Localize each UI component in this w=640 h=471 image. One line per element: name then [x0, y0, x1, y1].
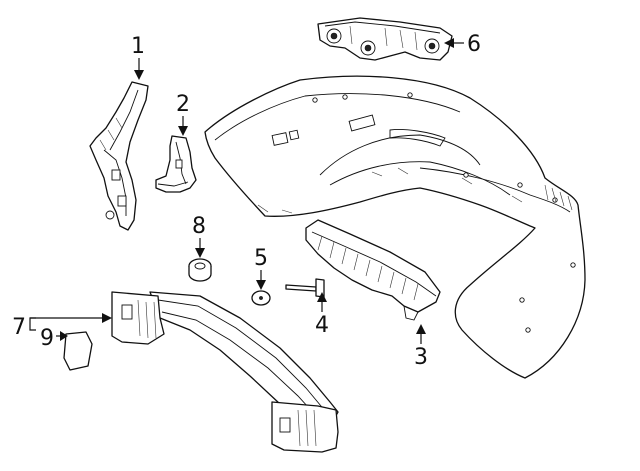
callout-6: 6	[467, 32, 481, 57]
callout-leaders	[29, 38, 464, 344]
energy-absorber	[305, 219, 441, 321]
callout-2: 2	[176, 92, 190, 117]
callout-1: 1	[131, 34, 145, 59]
small-side-bracket	[155, 135, 197, 193]
callout-4: 4	[315, 313, 329, 338]
reinforcement-bar	[111, 291, 339, 453]
bushing	[188, 258, 212, 282]
callout-9: 9	[40, 326, 54, 351]
callout-3: 3	[414, 345, 428, 370]
tall-side-bracket	[89, 81, 149, 231]
cover-plate	[63, 331, 93, 371]
bumper-cover	[204, 75, 586, 379]
callout-5: 5	[254, 246, 268, 271]
callout-7: 7	[12, 315, 26, 340]
bolt	[285, 278, 325, 298]
center-mounting-bracket	[317, 17, 453, 61]
washer	[251, 290, 271, 306]
callout-8: 8	[192, 214, 206, 239]
